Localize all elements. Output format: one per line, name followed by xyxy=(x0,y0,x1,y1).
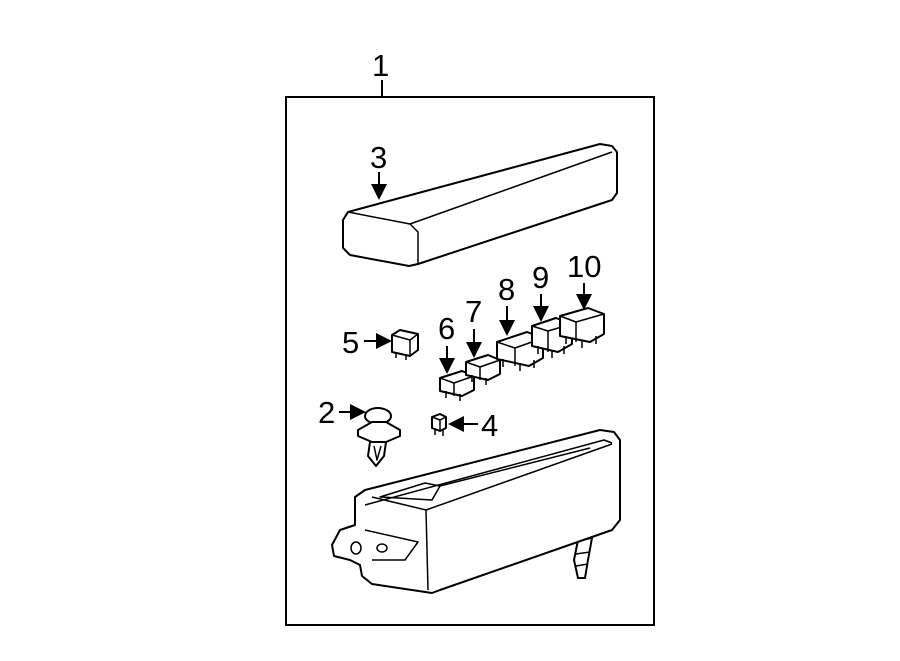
callout-9: 9 xyxy=(532,260,549,295)
large-fuse xyxy=(391,329,419,360)
relay-10 xyxy=(559,307,605,348)
callout-3: 3 xyxy=(370,140,387,175)
callout-5: 5 xyxy=(342,325,359,360)
assembly-frame xyxy=(285,96,655,626)
small-fuse xyxy=(431,413,447,436)
callout-1: 1 xyxy=(372,48,389,83)
relay-7 xyxy=(465,354,501,385)
callout-8: 8 xyxy=(498,272,515,307)
callout-2: 2 xyxy=(318,395,335,430)
callout-10: 10 xyxy=(567,249,601,284)
fuse-box-housing xyxy=(331,429,621,594)
callout-4: 4 xyxy=(481,408,498,443)
relay-6 xyxy=(439,370,475,401)
push-clip xyxy=(357,407,401,467)
callout-6: 6 xyxy=(438,311,455,346)
fuse-box-cover xyxy=(342,143,618,267)
callout-7: 7 xyxy=(465,294,482,329)
